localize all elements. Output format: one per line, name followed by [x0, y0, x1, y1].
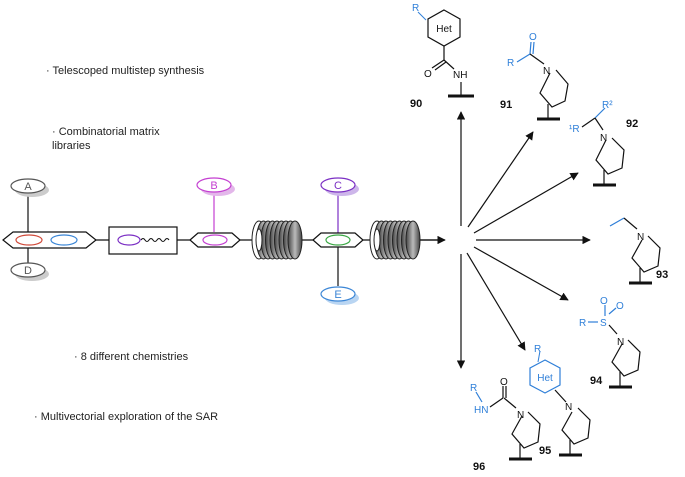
- p92-r2-label: R²: [602, 100, 613, 111]
- product-96: R HN O N 96: [470, 377, 541, 473]
- reactor-2: [189, 193, 241, 248]
- arrow-to-92: [473, 172, 579, 234]
- p92-number: 92: [626, 118, 638, 130]
- coil-winding: [405, 220, 421, 260]
- reagent-c-label: C: [334, 180, 342, 192]
- mixer-box: [108, 226, 178, 255]
- p93-n-label: N: [637, 232, 644, 243]
- p90-number: 90: [410, 98, 422, 110]
- product-93: N 93: [609, 217, 668, 285]
- p95-number: 95: [539, 445, 551, 457]
- p90-amide-nh: NH: [453, 70, 467, 81]
- p94-r-label: R: [579, 318, 586, 329]
- p91-number: 91: [500, 99, 512, 111]
- p94-o2-label: O: [616, 301, 624, 312]
- p90-ring-label: Het: [436, 24, 452, 35]
- reagent-d-label: D: [24, 265, 32, 277]
- reagent-a-bubble: A: [10, 178, 49, 197]
- product-92: ¹R R² N 92: [569, 100, 638, 187]
- p90-amide-o: O: [424, 69, 432, 80]
- product-94: R S O O N 94: [579, 296, 641, 389]
- reagent-c-bubble: C: [320, 177, 359, 196]
- product-91: R O N 91: [500, 32, 569, 121]
- reagent-b-label: B: [210, 180, 217, 192]
- p96-hn-label: HN: [474, 405, 488, 416]
- reactor-1-red-ring: [15, 234, 43, 246]
- p96-r-label: R: [470, 383, 477, 394]
- p94-o1-label: O: [600, 296, 608, 307]
- radiating-arrows: [456, 111, 591, 369]
- coil-winding: [287, 220, 303, 260]
- p94-number: 94: [590, 375, 603, 387]
- product-90: R Het O NH 90: [410, 3, 474, 110]
- note-combinatorial-line2: libraries: [52, 140, 91, 152]
- p96-o-label: O: [500, 377, 508, 388]
- reagent-b-bubble: B: [196, 177, 235, 196]
- p91-n-label: N: [543, 66, 550, 77]
- reactor-1: [2, 196, 97, 263]
- p92-r1-label: ¹R: [569, 124, 580, 135]
- arrow-to-95: [466, 252, 526, 351]
- note-telescoped-synthesis: · Telescoped multistep synthesis: [46, 65, 205, 77]
- note-combinatorial-line1: · Combinatorial matrix: [52, 126, 160, 138]
- central-hub: [458, 237, 464, 243]
- note-multivectorial-sar: · Multivectorial exploration of the SAR: [34, 411, 219, 423]
- p92-n-label: N: [600, 133, 607, 144]
- p91-o-label: O: [529, 32, 537, 43]
- p95-r-label: R: [534, 344, 541, 355]
- reagent-e-bubble: E: [320, 286, 359, 305]
- note-eight-chemistries: · 8 different chemistries: [74, 351, 189, 363]
- reagent-e-label: E: [334, 289, 341, 301]
- p95-n-label: N: [565, 402, 572, 413]
- reagent-a-label: A: [24, 181, 32, 193]
- p95-ring-label: Het: [537, 373, 553, 384]
- coil-opening: [255, 228, 263, 252]
- p96-number: 96: [473, 461, 485, 473]
- p90-r-label: R: [412, 3, 419, 14]
- coil-opening: [373, 228, 381, 252]
- reagent-d-bubble: D: [10, 262, 49, 281]
- coil-reactor-1: [251, 219, 303, 261]
- arrow-to-94: [473, 246, 569, 301]
- reactor-1-blue-ring: [50, 234, 78, 246]
- arrow-to-91: [467, 131, 534, 228]
- p94-s-label: S: [600, 318, 607, 329]
- p96-n-label: N: [517, 410, 524, 421]
- reactor-3: [312, 192, 364, 286]
- product-95: R Het N 95: [529, 344, 591, 457]
- p93-number: 93: [656, 269, 668, 281]
- p91-r-label: R: [507, 58, 514, 69]
- p94-n-label: N: [617, 337, 624, 348]
- coil-reactor-2: [369, 219, 421, 261]
